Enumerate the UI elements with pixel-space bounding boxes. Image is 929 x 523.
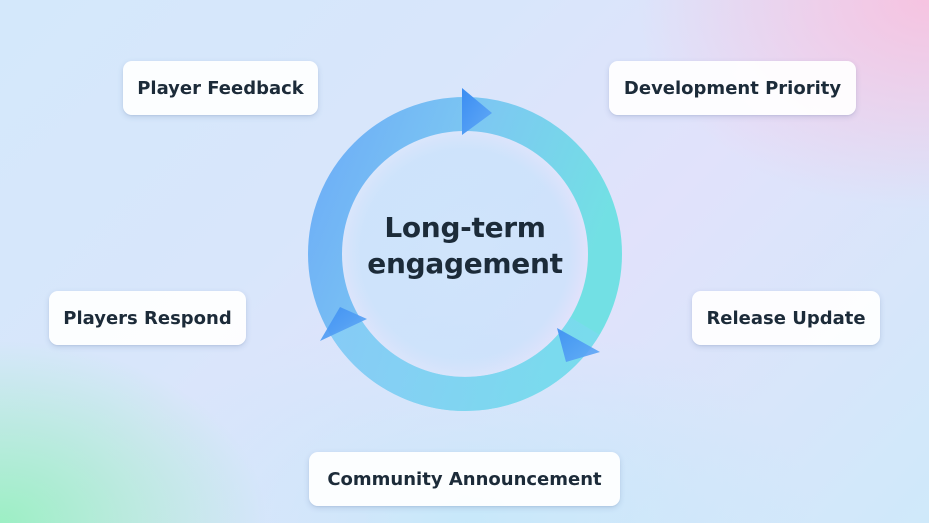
node-player-feedback: Player Feedback	[123, 61, 318, 115]
ring-inner-disc	[343, 132, 587, 376]
ring-lower-arc	[330, 316, 600, 411]
node-development-priority: Development Priority	[609, 61, 856, 115]
arrowhead-top	[462, 88, 492, 135]
arrowhead-right	[557, 328, 600, 362]
center-label: Long-term engagement	[345, 210, 585, 282]
arrowhead-left	[320, 307, 367, 341]
center-label-line-1: Long-term	[384, 211, 546, 244]
center-label-line-2: engagement	[367, 247, 563, 280]
node-players-respond: Players Respond	[49, 291, 246, 345]
node-community-announcement: Community Announcement	[309, 452, 620, 506]
node-release-update: Release Update	[692, 291, 880, 345]
